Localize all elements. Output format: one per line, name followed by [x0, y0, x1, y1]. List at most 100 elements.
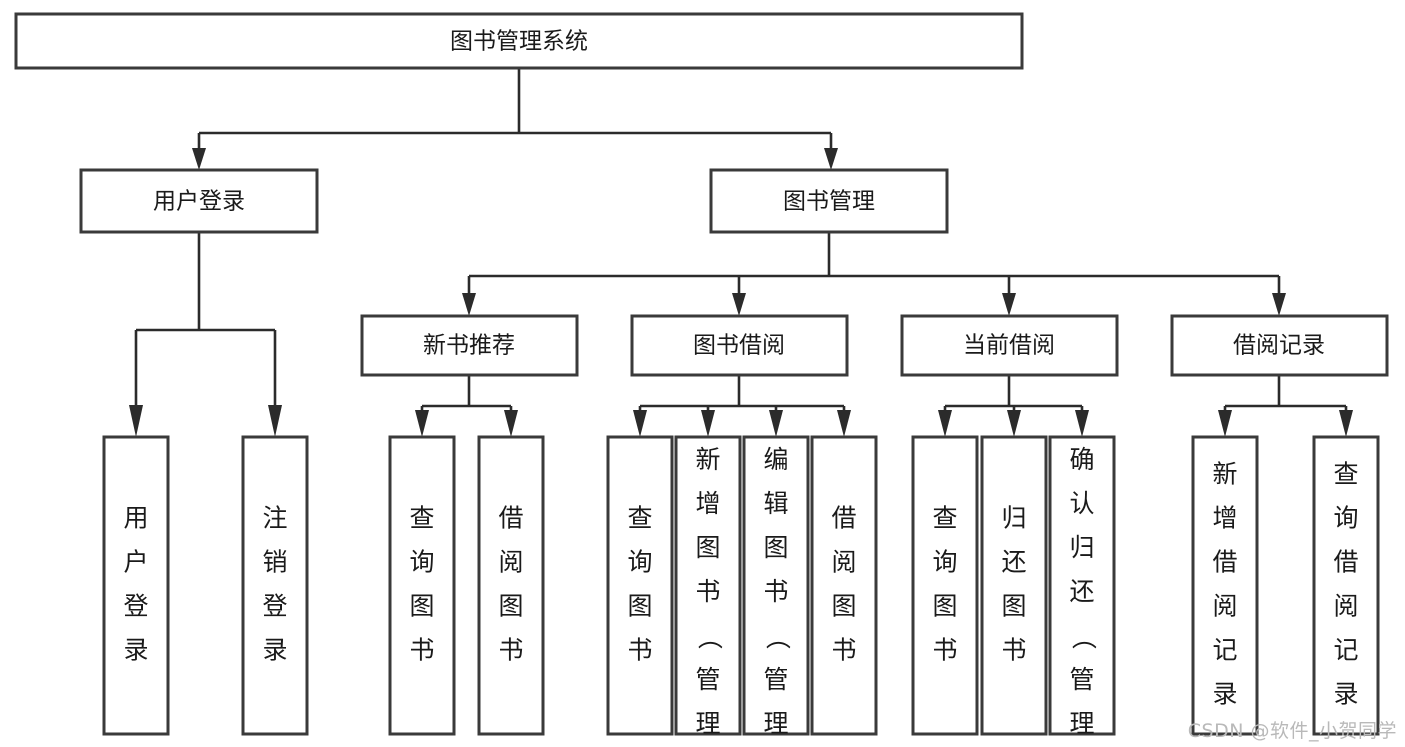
- leaf-char: 阅: [498, 548, 523, 577]
- leaf-add-record-box[interactable]: [1191, 435, 1259, 736]
- leaf-char: 理: [1069, 709, 1094, 738]
- arrow-to-leaf-add-record: [1218, 410, 1232, 437]
- leaf-char: 录: [262, 636, 287, 665]
- arrow-to-leaf-borrow-book-1: [504, 410, 518, 437]
- node-root-box[interactable]: [14, 12, 1024, 70]
- leaf-char: 查: [932, 504, 957, 533]
- leaf-char: 查: [627, 504, 652, 533]
- leaf-char: 增: [1212, 504, 1237, 533]
- leaf-char: 借: [498, 504, 523, 533]
- node-new-book-recommend[interactable]: 新书推荐: [360, 314, 579, 377]
- leaf-char: 记: [1333, 636, 1358, 665]
- leaf-borrow-book-1-box[interactable]: [477, 435, 545, 736]
- leaf-char: 阅: [831, 548, 856, 577]
- leaf-char: 认: [1069, 489, 1094, 518]
- arrow-to-leaf-logout-login: [268, 405, 282, 437]
- leaf-confirm-return-box[interactable]: [1048, 435, 1116, 736]
- node-current-borrow-label: 当前借阅: [963, 333, 1055, 359]
- node-current-borrow[interactable]: 当前借阅: [900, 314, 1119, 377]
- node-root-label: 图书管理系统: [450, 29, 588, 55]
- leaf-char: 借: [831, 504, 856, 533]
- leaf-char: 编: [763, 445, 788, 474]
- node-book-borrow-box[interactable]: [630, 314, 849, 377]
- leaf-char: 记: [1212, 636, 1237, 665]
- leaf-add-book-box[interactable]: [674, 435, 742, 736]
- arrow-to-new-book: [462, 293, 476, 316]
- leaf-query-book-3-box[interactable]: [911, 435, 979, 736]
- node-borrow-record-box[interactable]: [1170, 314, 1389, 377]
- leaf-char: 借: [1212, 548, 1237, 577]
- node-borrow-record-label: 借阅记录: [1233, 333, 1325, 359]
- leaf-char: 录: [1333, 680, 1358, 709]
- node-book-manage[interactable]: 图书管理: [709, 168, 949, 234]
- arrow-to-user-login: [192, 148, 206, 170]
- leaf-char: 登: [262, 592, 287, 621]
- leaf-user-login-box[interactable]: [102, 435, 170, 736]
- leaf-char: 增: [695, 489, 720, 518]
- leaf-char: 书: [1001, 636, 1026, 665]
- node-book-borrow[interactable]: 图书借阅: [630, 314, 849, 377]
- leaf-char: 阅: [1212, 592, 1237, 621]
- leaf-char: 新: [1212, 460, 1237, 489]
- leaf-char: 查: [409, 504, 434, 533]
- node-user-login-box[interactable]: [79, 168, 319, 234]
- leaf-user-login[interactable]: 用户登录: [102, 435, 170, 736]
- arrow-to-leaf-confirm-return: [1075, 410, 1089, 437]
- leaf-char: 图: [763, 533, 788, 562]
- leaf-return-book-box[interactable]: [980, 435, 1048, 736]
- leaf-borrow-book-2-box[interactable]: [810, 435, 878, 736]
- leaf-query-book-2-box[interactable]: [606, 435, 674, 736]
- leaf-char: 书: [695, 577, 720, 606]
- leaf-char: 理: [695, 709, 720, 738]
- leaf-char: 归: [1069, 533, 1094, 562]
- leaf-char: 借: [1333, 548, 1358, 577]
- leaf-logout-login-box[interactable]: [241, 435, 309, 736]
- leaf-char: 查: [1333, 460, 1358, 489]
- leaf-char: 书: [498, 636, 523, 665]
- node-current-borrow-box[interactable]: [900, 314, 1119, 377]
- leaf-char: 新: [695, 445, 720, 474]
- leaf-char: 询: [627, 548, 652, 577]
- arrow-to-borrow-record: [1272, 293, 1286, 316]
- node-book-manage-box[interactable]: [709, 168, 949, 234]
- arrow-to-current-borrow: [1002, 293, 1016, 316]
- leaf-edit-book-box[interactable]: [742, 435, 810, 736]
- leaf-query-record-box[interactable]: [1312, 435, 1380, 736]
- leaf-char: 图: [627, 592, 652, 621]
- leaf-char: 询: [409, 548, 434, 577]
- leaf-char: 阅: [1333, 592, 1358, 621]
- arrow-to-leaf-edit-book: [769, 410, 783, 437]
- leaf-char: 还: [1069, 577, 1094, 606]
- arrow-to-leaf-borrow-book-2: [837, 410, 851, 437]
- leaf-query-book-1-box[interactable]: [388, 435, 456, 736]
- leaf-char: 管: [763, 665, 788, 694]
- leaf-char: 图: [409, 592, 434, 621]
- arrow-to-book-manage: [824, 148, 838, 170]
- node-user-login[interactable]: 用户登录: [79, 168, 319, 234]
- node-book-manage-label: 图书管理: [783, 189, 875, 215]
- node-new-book-recommend-box[interactable]: [360, 314, 579, 377]
- leaf-char: 图: [498, 592, 523, 621]
- node-borrow-record[interactable]: 借阅记录: [1170, 314, 1389, 377]
- arrow-to-leaf-return-book: [1007, 410, 1021, 437]
- arrow-to-leaf-query-book-1: [415, 410, 429, 437]
- leaf-char: 图: [1001, 592, 1026, 621]
- leaf-char: 用: [123, 504, 148, 533]
- leaf-char: 户: [123, 548, 148, 577]
- node-root[interactable]: 图书管理系统: [14, 12, 1024, 70]
- leaf-char: 辑: [763, 489, 788, 518]
